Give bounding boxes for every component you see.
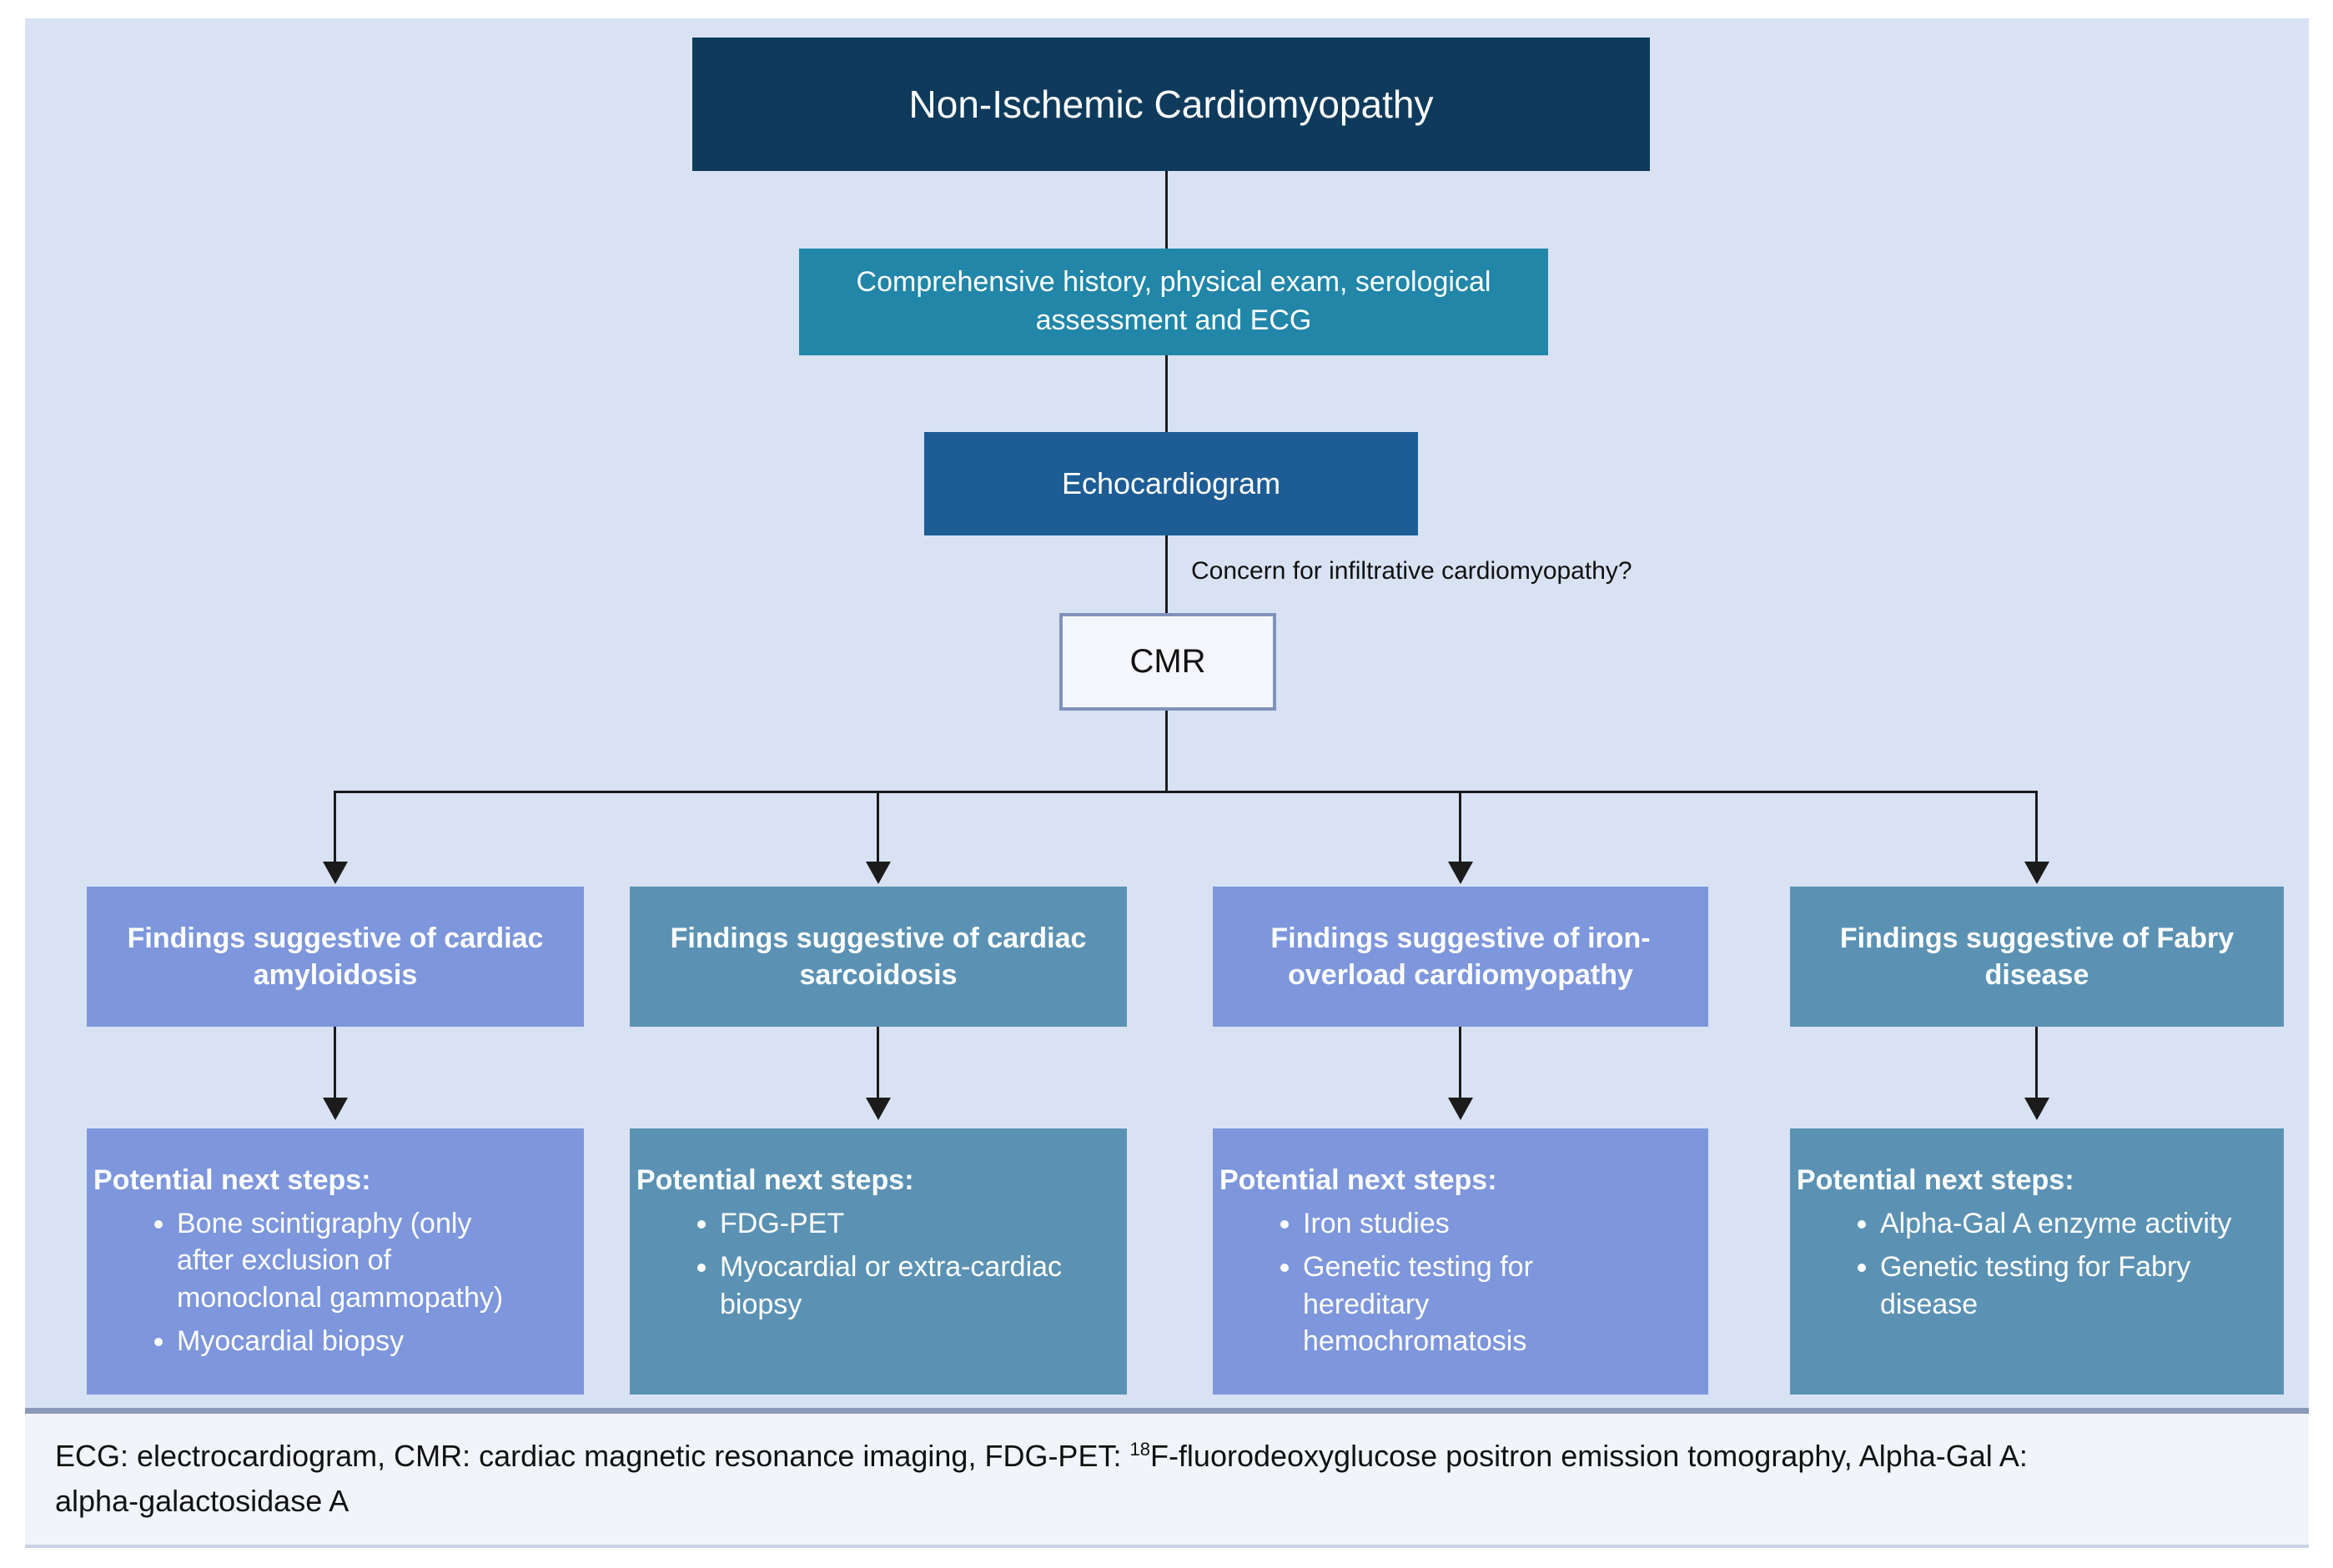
arrowhead-branch-2	[866, 1098, 891, 1120]
next-steps-label: Potential next steps:	[636, 1164, 914, 1196]
connector-drop-3	[1459, 791, 1461, 864]
next-steps-list: Alpha-Gal A enzyme activity Genetic test…	[1797, 1205, 2237, 1323]
next-step-item: Myocardial or extra-cardiac biopsy	[720, 1249, 1077, 1322]
node-cmr: CMR	[1059, 613, 1276, 711]
footnote-superscript: 18	[1129, 1439, 1150, 1460]
connector-drop-1	[334, 791, 336, 864]
next-step-item: Genetic testing for Fabry disease	[1880, 1249, 2237, 1322]
next-steps-list: Iron studies Genetic testing for heredit…	[1219, 1205, 1660, 1359]
connector-branch-3	[1459, 1027, 1461, 1100]
next-steps-fabry-disease: Potential next steps: Alpha-Gal A enzyme…	[1790, 1128, 2284, 1395]
connector-branch-2	[877, 1027, 879, 1100]
branch-heading-iron-overload: Findings suggestive of iron-overload car…	[1213, 887, 1708, 1027]
connector-branch-1	[334, 1027, 336, 1100]
abbreviation-footnote: ECG: electrocardiogram, CMR: cardiac mag…	[25, 1414, 2309, 1524]
node-label: CMR	[1129, 643, 1206, 680]
connector-branch-bar	[334, 791, 2038, 793]
node-label: Non-Ischemic Cardiomyopathy	[908, 83, 1434, 126]
footnote-text: ECG: electrocardiogram, CMR: cardiac mag…	[55, 1439, 1130, 1473]
connector-step2-to-cmr	[1165, 535, 1168, 613]
branch-heading-cardiac-sarcoidosis: Findings suggestive of cardiac sarcoidos…	[630, 887, 1127, 1027]
node-non-ischemic-cardiomyopathy: Non-Ischemic Cardiomyopathy	[692, 38, 1650, 171]
arrowhead-drop-1	[323, 862, 348, 884]
arrowhead-drop-4	[2024, 862, 2049, 884]
node-echocardiogram: Echocardiogram	[924, 432, 1418, 535]
next-step-item: FDG-PET	[720, 1205, 1077, 1242]
arrowhead-branch-3	[1448, 1098, 1473, 1120]
connector-drop-4	[2035, 791, 2038, 864]
next-step-item: Bone scintigraphy (only after exclusion …	[177, 1205, 534, 1316]
next-steps-list: Bone scintigraphy (only after exclusion …	[93, 1205, 534, 1359]
footnote-text: F-fluorodeoxyglucose positron emission t…	[1149, 1439, 2028, 1473]
branch-heading-label: Findings suggestive of cardiac sarcoidos…	[670, 922, 1087, 991]
next-steps-cardiac-amyloidosis: Potential next steps: Bone scintigraphy …	[87, 1128, 584, 1395]
next-steps-label: Potential next steps:	[93, 1164, 371, 1196]
decision-question-label: Concern for infiltrative cardiomyopathy?	[1191, 557, 1632, 585]
footnote-text-line2: alpha-galactosidase A	[55, 1484, 349, 1518]
node-label: Comprehensive history, physical exam, se…	[856, 266, 1491, 336]
connector-cmr-to-branchbar	[1165, 711, 1168, 791]
next-steps-list: FDG-PET Myocardial or extra-cardiac biop…	[636, 1205, 1077, 1323]
branch-heading-cardiac-amyloidosis: Findings suggestive of cardiac amyloidos…	[87, 887, 584, 1027]
arrowhead-branch-1	[323, 1098, 348, 1120]
abbreviation-footnote-band: ECG: electrocardiogram, CMR: cardiac mag…	[25, 1408, 2309, 1548]
next-step-item: Alpha-Gal A enzyme activity	[1880, 1205, 2237, 1242]
arrowhead-drop-3	[1448, 862, 1473, 884]
branch-heading-label: Findings suggestive of cardiac amyloidos…	[127, 922, 544, 991]
branch-heading-label: Findings suggestive of iron-overload car…	[1270, 922, 1651, 991]
next-steps-iron-overload: Potential next steps: Iron studies Genet…	[1213, 1128, 1708, 1395]
node-history-exam-serology-ecg: Comprehensive history, physical exam, se…	[799, 249, 1548, 355]
connector-root-to-step1	[1165, 171, 1168, 249]
branch-heading-fabry-disease: Findings suggestive of Fabry disease	[1790, 887, 2284, 1027]
next-steps-label: Potential next steps:	[1797, 1164, 2074, 1196]
connector-step1-to-step2	[1165, 355, 1168, 432]
connector-branch-4	[2035, 1027, 2038, 1100]
next-steps-cardiac-sarcoidosis: Potential next steps: FDG-PET Myocardial…	[630, 1128, 1127, 1395]
next-step-item: Myocardial biopsy	[177, 1323, 534, 1359]
node-label: Echocardiogram	[1061, 466, 1281, 500]
arrowhead-branch-4	[2024, 1098, 2049, 1120]
next-step-item: Iron studies	[1303, 1205, 1660, 1242]
next-steps-label: Potential next steps:	[1219, 1164, 1497, 1196]
branch-heading-label: Findings suggestive of Fabry disease	[1839, 922, 2235, 991]
next-step-item: Genetic testing for hereditary hemochrom…	[1303, 1249, 1660, 1359]
connector-drop-2	[877, 791, 879, 864]
arrowhead-drop-2	[866, 862, 891, 884]
